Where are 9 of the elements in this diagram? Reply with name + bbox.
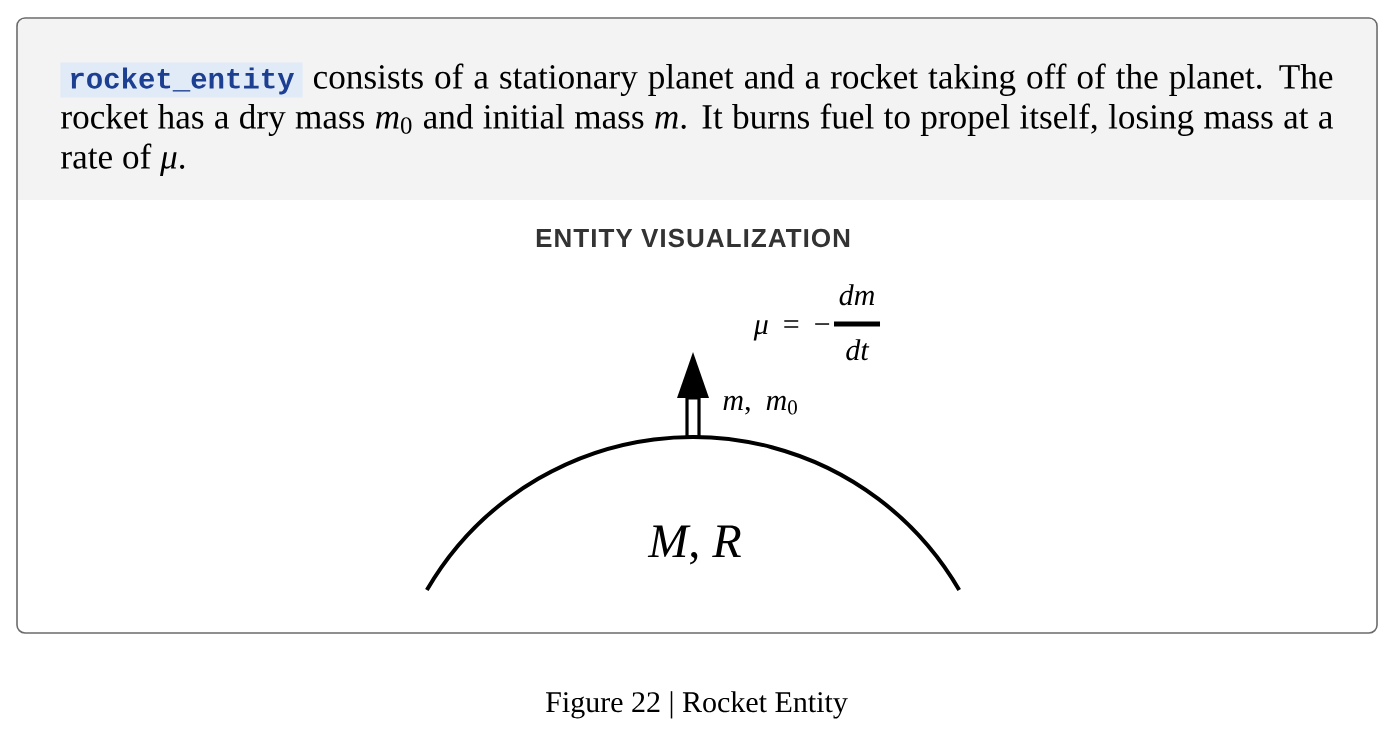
- planet: M, R: [425, 435, 961, 592]
- node-label: rocket has a dry mass m$_{0}$ and initial mass m. It burns fuel to propel itself, losing mass at a: [61, 103, 1333, 136]
- section-heading: ENTITY VISUALIZATION: [536, 228, 850, 248]
- node-label: consists of a stationary planet and a rocket taking off of the planet. The: [313, 63, 1333, 96]
- mass-label: m, m$_{0}$: [723, 395, 797, 415]
- node-label: rate of μ.: [61, 143, 185, 176]
- description-text: rocket_entity consists of a stationary planet and a rocket taking off of the planet. The rocket has a dry mass m$_{0}$ and initial mass m. It burns fuel to propel itself, losing mass at a rate of μ.: [60, 62, 1333, 176]
- node-label: rocket_entity: [71, 67, 295, 95]
- figure-caption: Figure 22 | Rocket Entity: [546, 691, 848, 719]
